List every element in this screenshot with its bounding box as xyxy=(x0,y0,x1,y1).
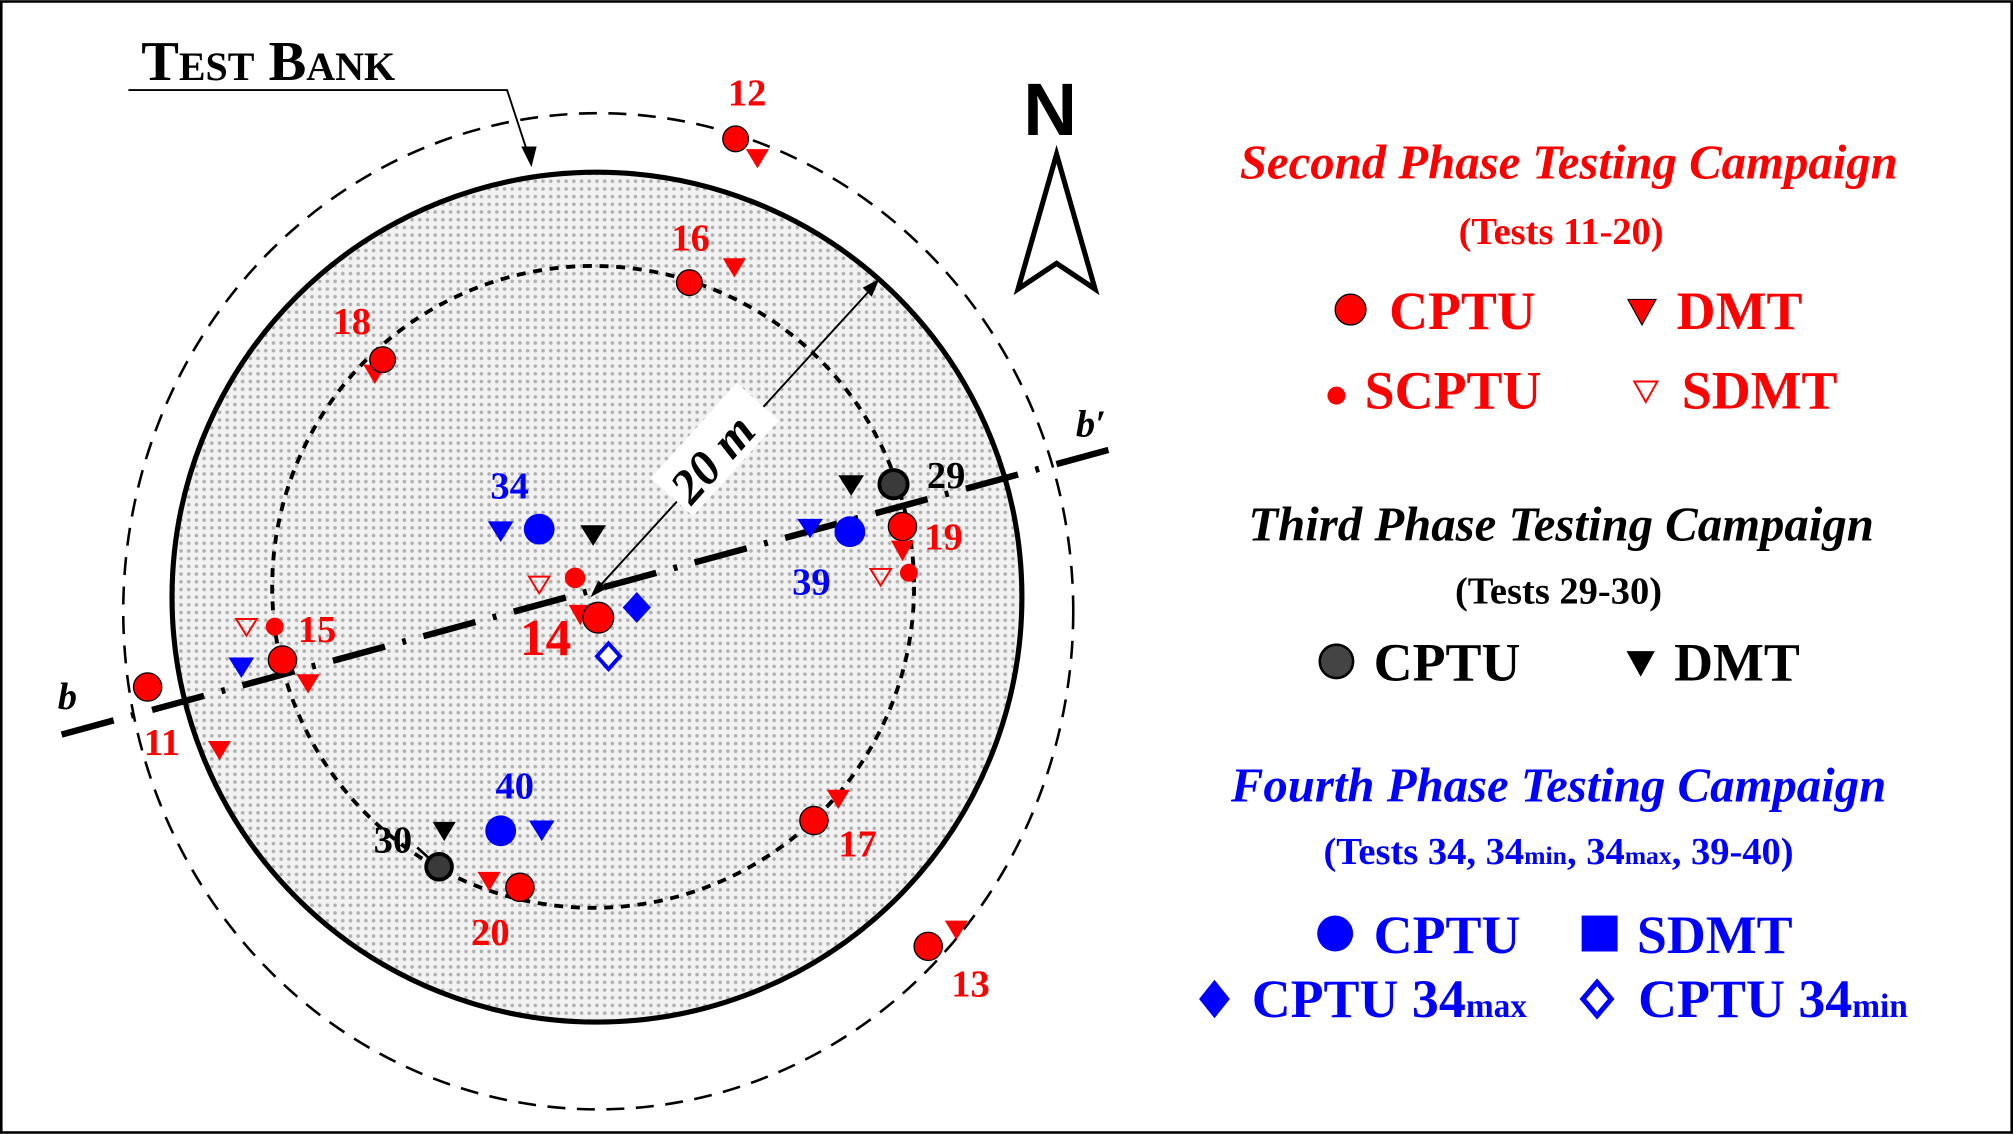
dmt-marker xyxy=(826,789,850,809)
legend-dmt-icon xyxy=(1626,651,1655,677)
cptu-marker xyxy=(913,931,943,962)
legend-subtitle: (Tests 11-20) xyxy=(1459,211,1664,253)
legend-subtitle: (Tests 34, 34min, 34max, 39-40) xyxy=(1323,831,1793,873)
legend-title: Second Phase Testing Campaign xyxy=(1240,136,1898,190)
test-label-40: 40 xyxy=(496,766,535,808)
legend-subtitle: (Tests 29-30) xyxy=(1455,571,1662,613)
section-label-b-prime: b′ xyxy=(1076,404,1106,446)
test-label-17: 17 xyxy=(838,823,877,865)
legend-label-cptu: CPTU xyxy=(1374,633,1521,693)
blue-cptu-marker xyxy=(523,513,555,545)
blue-dmt-marker xyxy=(228,657,255,679)
radius-arrowhead-end xyxy=(862,278,880,297)
cptu-marker xyxy=(505,872,535,903)
dmt-marker xyxy=(207,740,232,761)
test-bank-title: Test Bank xyxy=(141,31,395,93)
legend-fourth-phase: Fourth Phase Testing Campaign (Tests 34,… xyxy=(1199,758,1908,1029)
legend-cptu-icon xyxy=(1317,915,1354,952)
title-leader xyxy=(128,89,533,165)
cptu-marker xyxy=(722,125,750,153)
blue-dmt-marker xyxy=(528,820,555,842)
legend-label-cptu-34min: CPTU 34min xyxy=(1638,969,1908,1029)
cptu-marker xyxy=(132,672,163,702)
dmt-marker xyxy=(722,258,746,278)
legend-label-dmt: DMT xyxy=(1674,633,1800,693)
sdmt-marker xyxy=(868,567,893,588)
legend-label-dmt: DMT xyxy=(1677,281,1803,341)
legend-third-phase: Third Phase Testing Campaign (Tests 29-3… xyxy=(1248,498,1873,693)
blue-dmt-marker xyxy=(797,518,823,539)
blue-cptu-marker xyxy=(834,516,866,548)
blue-cptu-marker xyxy=(485,815,517,847)
test-label-29: 29 xyxy=(927,455,966,497)
scptu-marker xyxy=(265,617,284,636)
dmt-marker xyxy=(944,920,968,940)
test-label-30: 30 xyxy=(374,820,413,862)
legend-title: Fourth Phase Testing Campaign xyxy=(1230,758,1886,812)
north-arrow-icon xyxy=(1013,144,1100,296)
dmt-marker xyxy=(296,674,320,694)
cptu-marker xyxy=(582,601,615,634)
black-dmt-marker xyxy=(838,475,864,496)
legend-sdmt-icon xyxy=(1581,915,1618,952)
scptu-marker xyxy=(899,563,918,582)
test-label-16: 16 xyxy=(671,218,710,260)
scptu-marker xyxy=(564,567,586,589)
test-label-11: 11 xyxy=(144,722,180,764)
cptu-34min-marker xyxy=(594,640,623,672)
legend-label-sdmt: SDMT xyxy=(1682,360,1838,420)
legend-cptu-icon xyxy=(1334,293,1367,326)
test-label-13: 13 xyxy=(951,963,990,1005)
sdmt-marker xyxy=(234,618,259,638)
test-label-15: 15 xyxy=(298,609,337,651)
legend-scptu-icon xyxy=(1327,386,1346,405)
gray-cptu-marker xyxy=(877,468,910,501)
test-label-12: 12 xyxy=(728,72,767,114)
dmt-marker xyxy=(745,149,769,169)
section-label-b: b xyxy=(58,676,77,718)
gray-cptu-marker xyxy=(424,852,454,882)
test-label-20: 20 xyxy=(471,912,510,954)
sdmt-marker xyxy=(527,575,552,596)
north-label: N xyxy=(1023,68,1077,151)
cptu-marker xyxy=(887,511,918,542)
cptu-marker xyxy=(267,645,298,675)
legend-second-phase: Second Phase Testing Campaign (Tests 11-… xyxy=(1240,136,1898,421)
legend-label-cptu-34max: CPTU 34max xyxy=(1252,969,1528,1029)
legend-title: Third Phase Testing Campaign xyxy=(1248,498,1873,552)
test-label-39: 39 xyxy=(792,562,831,604)
dmt-marker xyxy=(890,540,915,562)
legend-label-scptu: SCPTU xyxy=(1365,360,1542,420)
cptu-marker xyxy=(799,805,829,836)
test-label-18: 18 xyxy=(333,301,372,343)
black-dmt-marker xyxy=(580,525,606,546)
radius-label-bg xyxy=(650,382,779,517)
inner-dotted-circle xyxy=(270,264,916,910)
test-bank-circle xyxy=(169,169,1025,1025)
radius-arrowhead-start xyxy=(590,580,608,598)
cptu-marker xyxy=(675,269,703,297)
legend-cptu-34min-icon xyxy=(1579,978,1615,1020)
blue-dmt-marker xyxy=(487,521,514,542)
legend-label-cptu: CPTU xyxy=(1389,281,1536,341)
legend-label-cptu: CPTU xyxy=(1374,905,1521,965)
legend-cptu-icon xyxy=(1318,643,1355,680)
test-label-19: 19 xyxy=(924,517,963,559)
outer-dashed-circle xyxy=(121,111,1075,1111)
cptu-34max-marker xyxy=(622,592,651,623)
test-label-14: 14 xyxy=(520,610,571,667)
dmt-marker xyxy=(477,871,501,892)
test-label-34: 34 xyxy=(490,465,528,507)
legend-dmt-icon xyxy=(1626,298,1657,327)
legend-label-sdmt: SDMT xyxy=(1637,905,1793,965)
black-dmt-marker xyxy=(432,821,456,842)
legend-sdmt-icon xyxy=(1632,380,1660,404)
cptu-marker xyxy=(369,346,397,374)
